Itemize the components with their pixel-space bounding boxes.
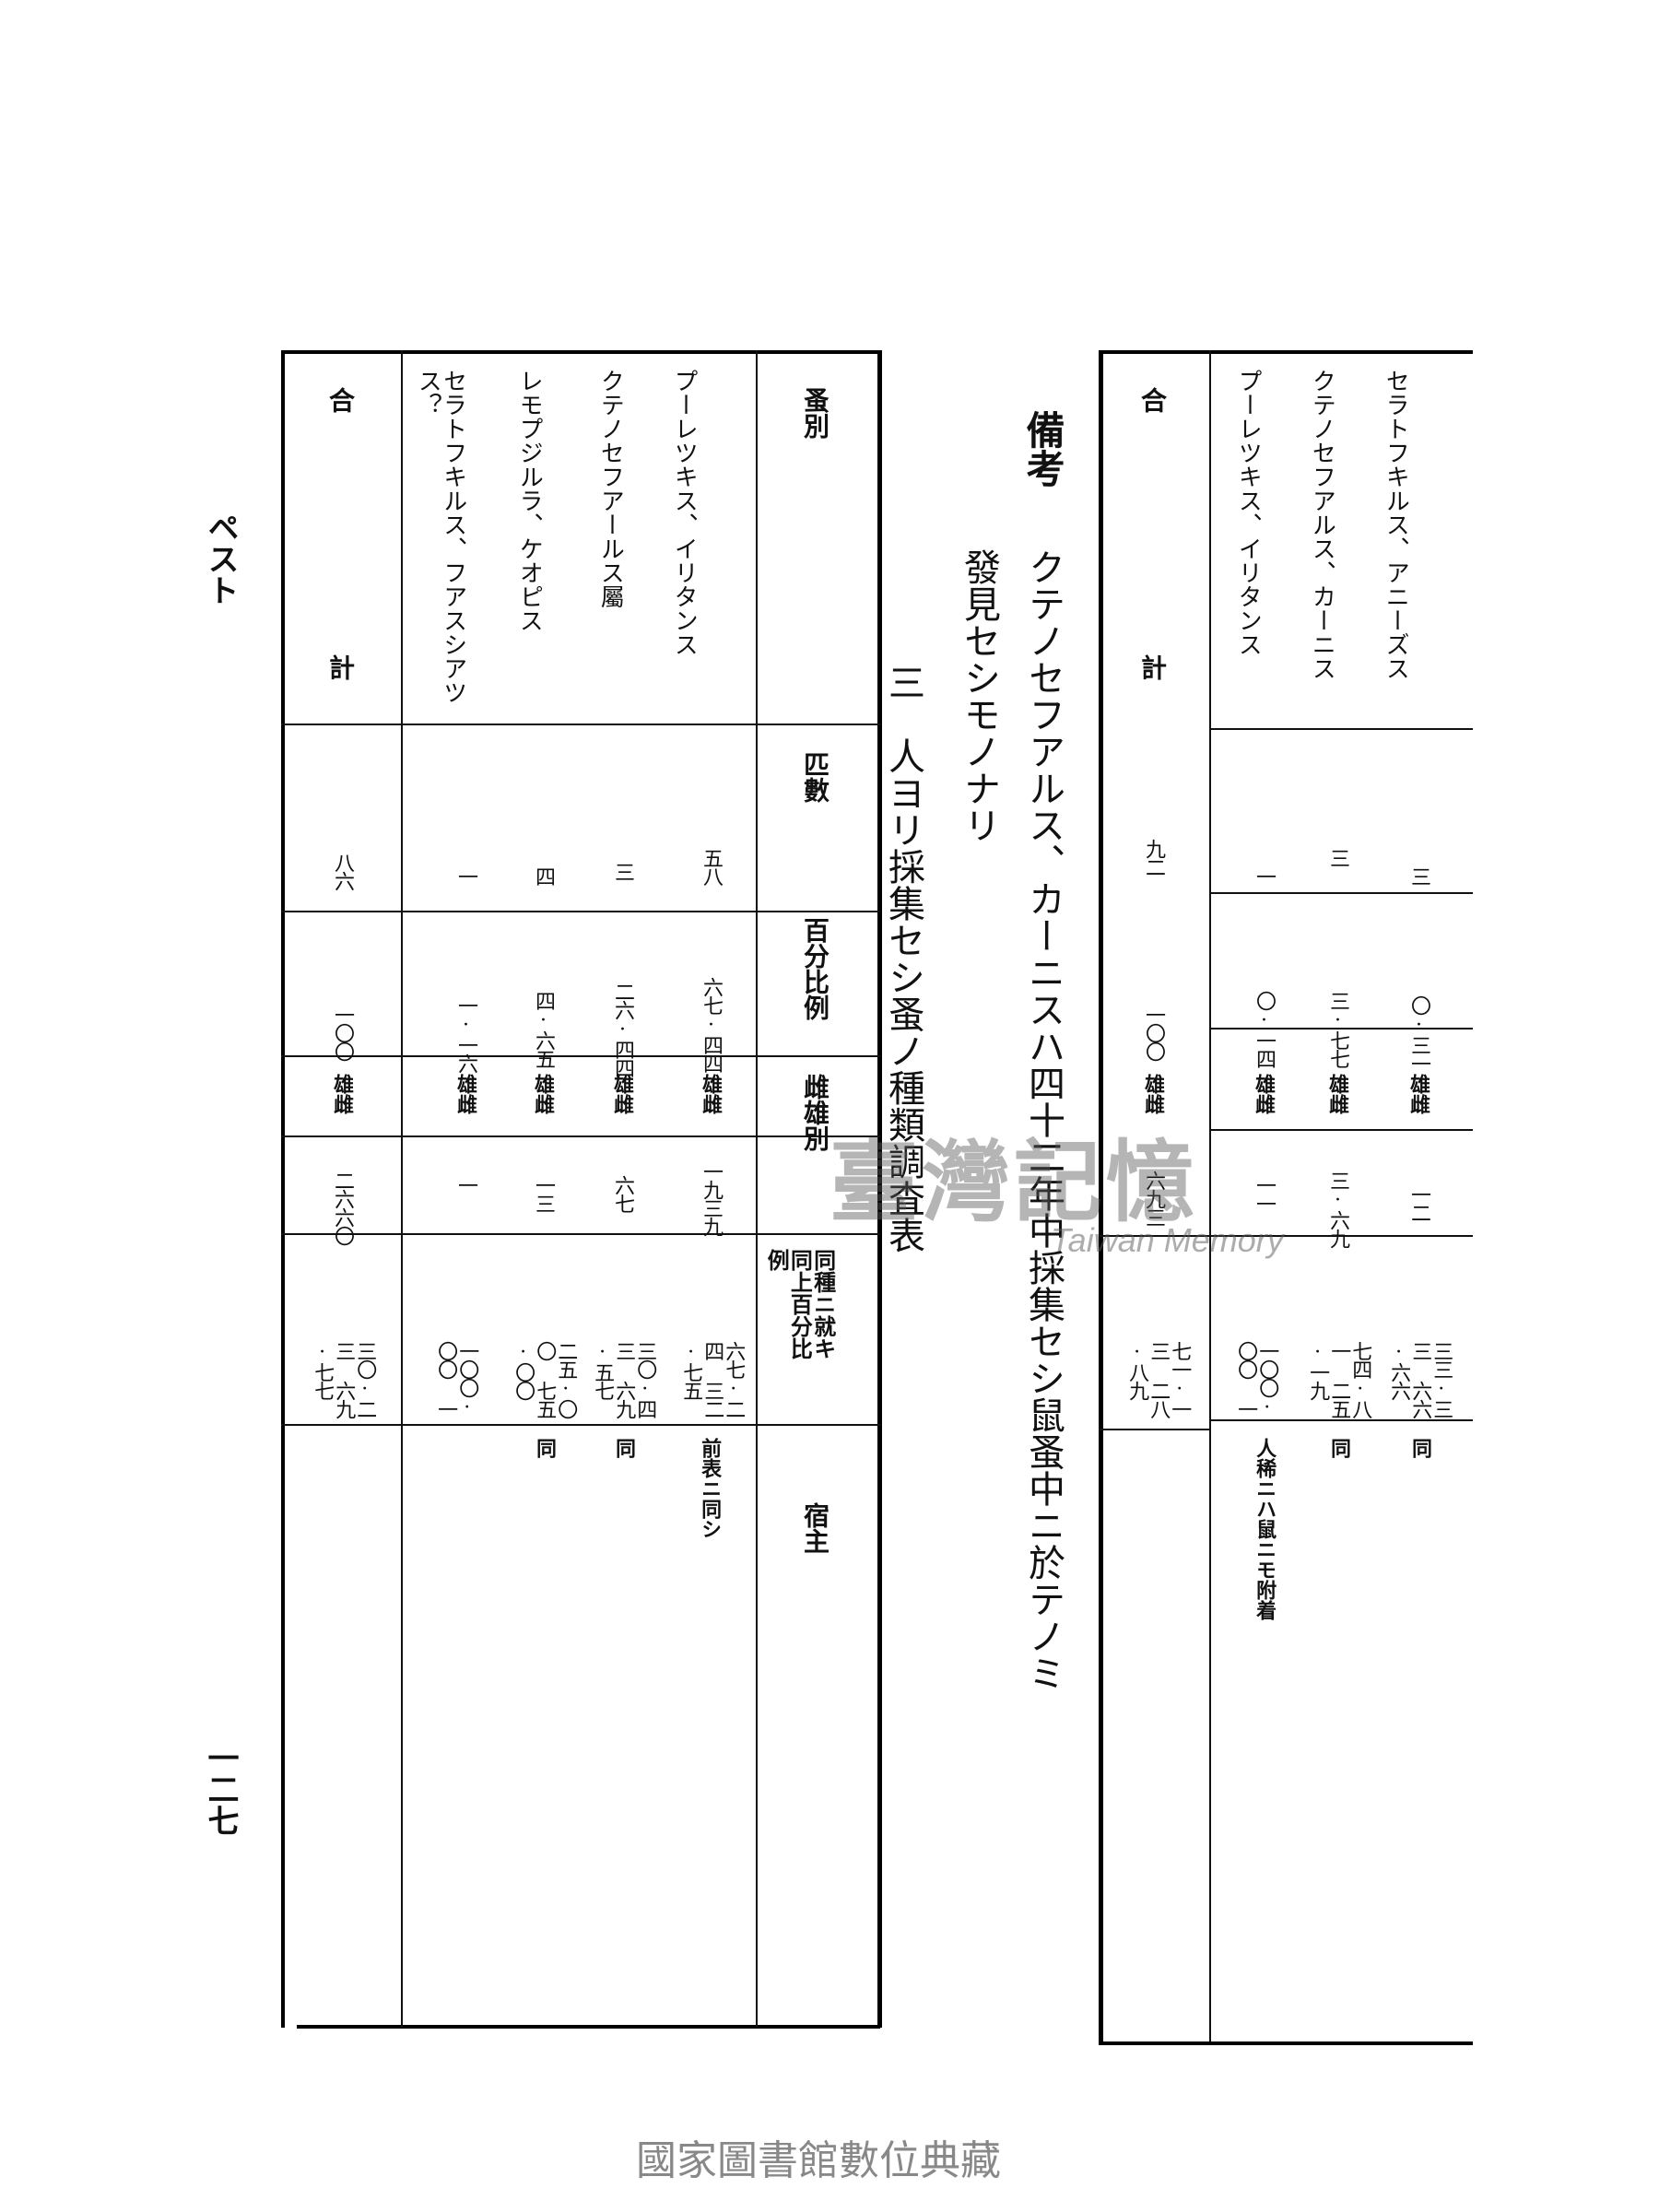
- total-label: 計: [325, 654, 356, 680]
- percent: 一·一六: [454, 995, 477, 1072]
- species-name: プーレツキス、イリタンス: [1234, 369, 1263, 656]
- total-label: 計: [1137, 654, 1168, 680]
- total-sex-values: 六九三: [1142, 1171, 1165, 1226]
- ratio: 三三·三三 六六·六六: [1387, 1341, 1453, 1418]
- total-label: 合: [325, 387, 356, 413]
- sex-values: 六七: [611, 1175, 634, 1212]
- species-name: クテノセフアールス屬: [596, 369, 625, 608]
- total-ratio: 三〇·二三 六九·七七: [311, 1341, 377, 1418]
- total-sex: 雄雌: [330, 1074, 354, 1114]
- total-percent: 一〇〇: [331, 1005, 354, 1060]
- header-species: 蚤別: [800, 387, 830, 439]
- percent: 三·七七: [1326, 991, 1349, 1067]
- percent: 四·六五: [532, 991, 555, 1067]
- sex-label: 雄雌: [453, 1074, 477, 1114]
- count: 四: [532, 866, 555, 885]
- section-title: 三 人ヨリ採集セシ蚤ノ種類調査表: [882, 664, 924, 1253]
- percent: 六七·四四: [700, 977, 723, 1072]
- header-percent: 百分比例: [800, 917, 830, 1020]
- sex-values: 一一: [1253, 1175, 1276, 1212]
- watermark-logo-latin: Taiwan Memory: [1051, 1221, 1284, 1259]
- header-ratio: 同種ニ就キ同上百分比例: [763, 1249, 837, 1359]
- header-host: 宿主: [800, 1502, 830, 1554]
- count: 三: [1326, 848, 1349, 866]
- sex-label: 雄雌: [1325, 1074, 1349, 1114]
- sex-label: 雄雌: [610, 1074, 634, 1114]
- host-note: 同: [1327, 1438, 1351, 1458]
- count: 五八: [700, 848, 723, 885]
- host-note: 前表ニ同シ: [698, 1438, 723, 1539]
- species-name: クテノセフアルス、カーニス: [1308, 369, 1336, 680]
- count: 三: [1407, 866, 1430, 885]
- host-note: 同: [612, 1438, 636, 1458]
- total-count: 九二: [1142, 839, 1165, 876]
- sex-label: 雄雌: [1406, 1074, 1430, 1114]
- sex-values: 一三: [532, 1175, 555, 1212]
- remark-text: クテノセフアルス、カーニスハ四十二年中採集セシ鼠蚤中ニ於テノミ: [1022, 548, 1065, 1691]
- percent: 〇·一四: [1253, 991, 1276, 1067]
- sex-values: 一二: [1407, 1184, 1430, 1221]
- sex-label: 雄雌: [699, 1074, 723, 1114]
- count: 一: [454, 866, 477, 885]
- species-name: レモプジルラ、ケオピス: [515, 369, 544, 632]
- total-percent: 一〇〇: [1142, 1005, 1165, 1060]
- running-head: ペスト: [202, 512, 239, 606]
- header-sex: 雌雄別: [800, 1074, 830, 1151]
- sex-label: 雄雌: [531, 1074, 555, 1114]
- sex-values: 三·六九: [1326, 1171, 1349, 1247]
- ratio: 六七·二四 三二·七五: [679, 1341, 746, 1418]
- page-number: 一二七: [202, 1742, 239, 1836]
- host-note: 同: [1408, 1438, 1432, 1458]
- host-note: 人稀ニハ鼠ニモ附着: [1253, 1438, 1277, 1620]
- remark-label: 備考: [1020, 410, 1065, 488]
- total-sex: 雄雌: [1141, 1074, 1165, 1114]
- total-ratio: 七一·一三 二八·八九: [1125, 1341, 1192, 1418]
- species-name: セラトフキルス、アニーズス: [1382, 369, 1410, 680]
- species-name: プーレツキス、イリタンス: [670, 369, 699, 656]
- host-note: 同: [533, 1438, 557, 1458]
- ratio: 一〇〇·〇〇 一: [434, 1341, 479, 1418]
- remark-text-continued: 發見セシモノナリ: [958, 548, 1000, 843]
- footer-credit: 國家圖書館數位典藏: [636, 2137, 1001, 2184]
- total-sex-values: 二六六〇: [331, 1171, 354, 1244]
- total-count: 八六: [331, 853, 354, 889]
- percent: 〇·三一: [1407, 995, 1430, 1072]
- sex-values: 一九三九: [700, 1161, 723, 1235]
- watermark-logo: 臺灣記憶: [830, 1130, 1198, 1234]
- ratio: 二五·〇〇 七五·〇〇: [512, 1341, 578, 1418]
- count: 一: [1253, 866, 1276, 885]
- ratio: 七四·八一 二五·一九: [1306, 1341, 1372, 1418]
- ratio: 三〇·四三 六九·五七: [591, 1341, 657, 1418]
- ratio: 一〇〇·〇〇 一: [1234, 1341, 1279, 1418]
- percent: 二六·四四: [611, 982, 634, 1077]
- header-count: 匹數: [800, 751, 830, 803]
- species-name: セラトフキルス、フアスシアツス？: [414, 369, 467, 704]
- total-label: 合: [1137, 387, 1168, 413]
- sex-values: 一: [454, 1175, 477, 1194]
- count: 三: [611, 862, 634, 880]
- sex-label: 雄雌: [1252, 1074, 1276, 1114]
